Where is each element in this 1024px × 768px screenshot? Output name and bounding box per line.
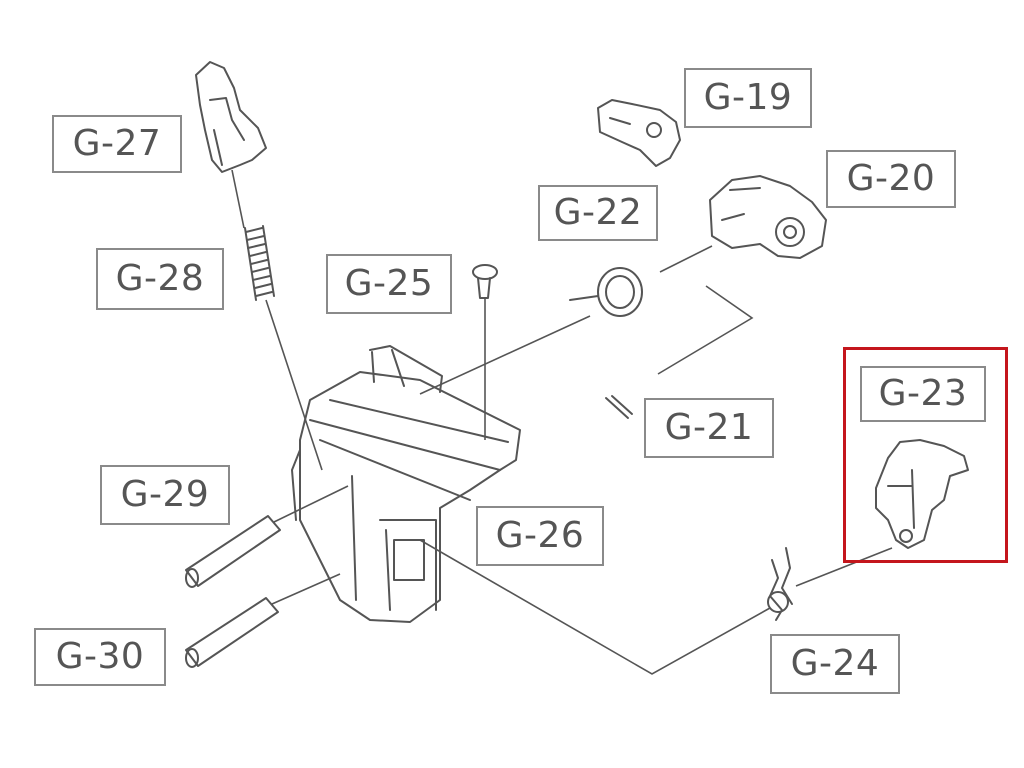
part-g26-housing [291, 345, 521, 623]
label-g29: G-29 [100, 465, 230, 525]
label-g30: G-30 [34, 628, 166, 686]
label-g19: G-19 [684, 68, 812, 128]
part-g29-pin [185, 515, 281, 588]
part-g25-screw [472, 264, 498, 299]
part-g30-pin [185, 597, 279, 668]
part-g27-lever [195, 61, 267, 173]
part-g22-spring [569, 267, 643, 317]
highlight-box-g23 [843, 347, 1008, 563]
assembly-lines [231, 169, 893, 675]
part-g20 [709, 175, 827, 259]
part-g28-spring [244, 225, 275, 301]
part-g21-pin [605, 395, 633, 419]
label-g23: G-23 [860, 366, 986, 422]
label-g24: G-24 [770, 634, 900, 694]
label-g22: G-22 [538, 185, 658, 241]
label-g20: G-20 [826, 150, 956, 208]
part-g23 [875, 439, 969, 549]
label-g25: G-25 [326, 254, 452, 314]
label-g26: G-26 [476, 506, 604, 566]
label-g21: G-21 [644, 398, 774, 458]
part-g24-spring [767, 547, 793, 621]
part-g19 [597, 99, 681, 167]
label-g28: G-28 [96, 248, 224, 310]
label-g27: G-27 [52, 115, 182, 173]
